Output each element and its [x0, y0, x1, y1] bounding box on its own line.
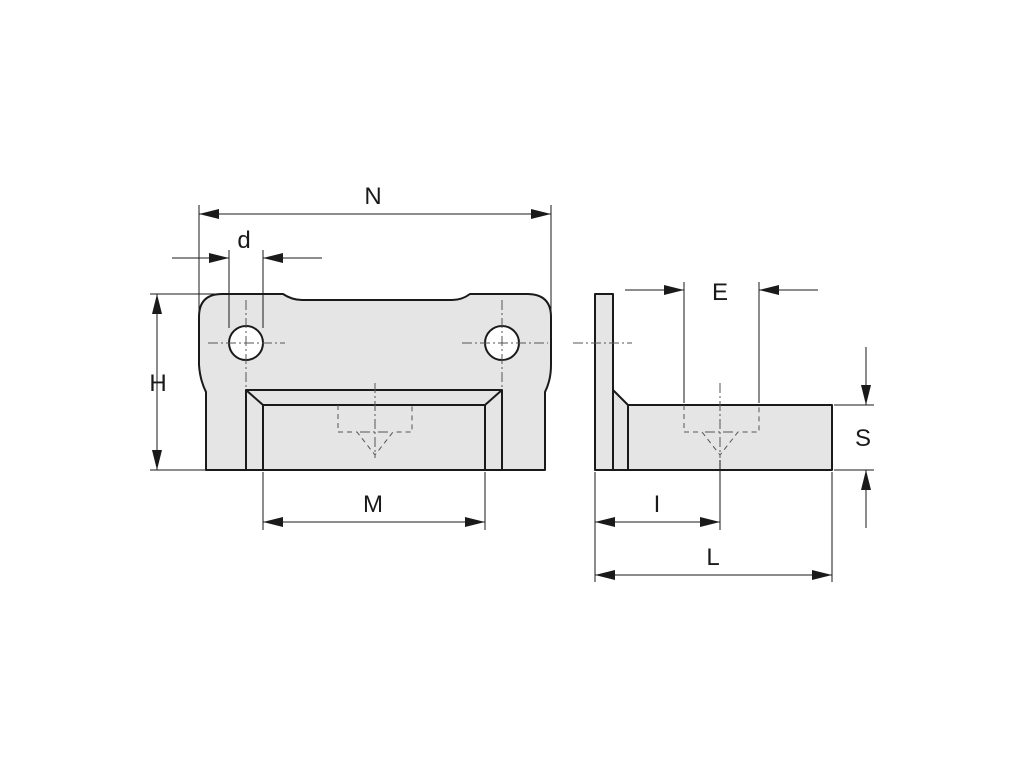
dimension-i: I [594, 460, 721, 582]
label-i: I [654, 491, 661, 518]
side-view-upright [594, 293, 614, 471]
dimension-d: d [172, 227, 322, 328]
label-s: S [855, 425, 871, 452]
label-m: M [363, 491, 383, 518]
label-h: H [149, 370, 166, 397]
dimension-l: L [595, 472, 833, 582]
dimension-n: N [198, 183, 552, 312]
dimension-e: E [625, 279, 818, 403]
side-view-base [612, 389, 833, 471]
side-hidden-screw [683, 383, 760, 458]
front-hidden-screw [337, 383, 413, 458]
dimension-h: H [149, 293, 222, 471]
side-view [573, 293, 833, 471]
front-view-lip [245, 389, 503, 471]
dimension-m: M [262, 472, 486, 530]
label-d: d [237, 227, 250, 254]
front-view [198, 293, 552, 471]
label-e: E [712, 279, 728, 306]
label-l: L [706, 544, 719, 571]
label-n: N [364, 183, 381, 210]
dimension-s: S [834, 347, 874, 528]
